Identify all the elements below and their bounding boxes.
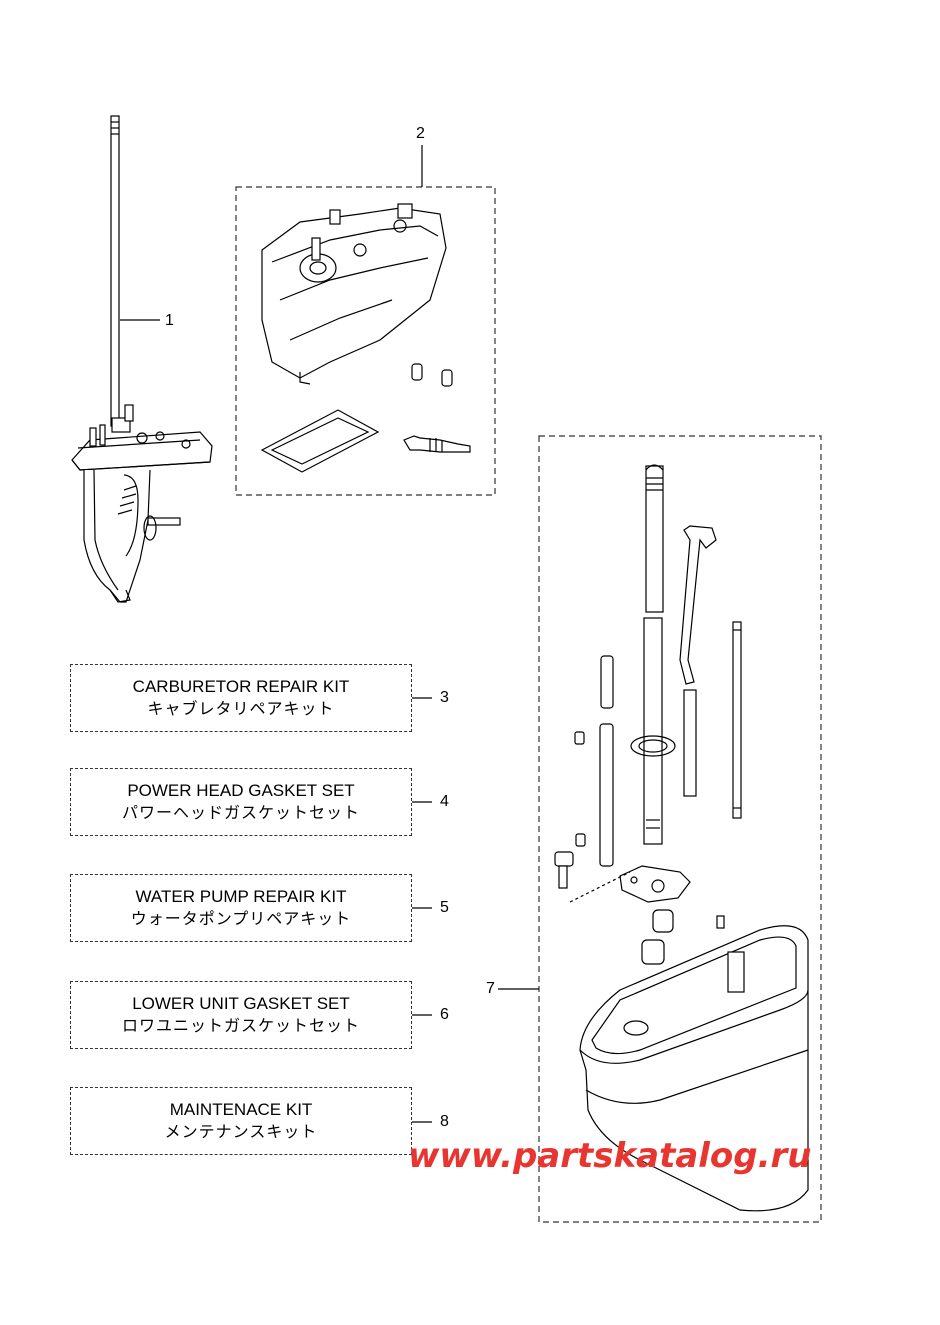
callout-3: 3 [440, 689, 449, 706]
drive-shaft-housing-illustration [554, 464, 809, 1212]
callout-7: 7 [486, 980, 495, 997]
callout-2: 2 [416, 125, 425, 142]
callout-4: 4 [440, 793, 449, 810]
kit-label-en: LOWER UNIT GASKET SET [132, 994, 350, 1013]
kit-label-en: CARBURETOR REPAIR KIT [132, 677, 350, 696]
callout-1: 1 [165, 312, 174, 329]
kit-box-carburetor-repair: CARBURETOR REPAIR KIT キャブレタリペアキット [70, 664, 412, 732]
kit-box-water-pump-repair: WATER PUMP REPAIR KIT ウォータポンプリペアキット [70, 874, 412, 942]
kit-label-en: MAINTENACE KIT [169, 1100, 313, 1119]
kit-box-lower-unit-gasket: LOWER UNIT GASKET SET ロワユニットガスケットセット [70, 981, 412, 1049]
callout-6: 6 [440, 1006, 449, 1023]
kit-label-jp: ウォータポンプリペアキット [130, 909, 352, 928]
lower-unit-assembly-illustration [71, 115, 213, 603]
callout-8: 8 [440, 1113, 449, 1130]
drive-shaft-housing-box [538, 435, 822, 1223]
kit-box-maintenance: MAINTENACE KIT メンテナンスキット [70, 1087, 412, 1155]
kit-label-jp: ロワユニットガスケットセット [121, 1016, 360, 1035]
power-head-box [235, 186, 496, 496]
kit-label-en: WATER PUMP REPAIR KIT [135, 887, 347, 906]
kit-label-jp: キャブレタリペアキット [147, 699, 335, 718]
kit-box-power-head-gasket: POWER HEAD GASKET SET パワーヘッドガスケットセット [70, 768, 412, 836]
callout-5: 5 [440, 899, 449, 916]
power-head-illustration [260, 203, 471, 473]
kit-label-jp: メンテナンスキット [164, 1122, 318, 1141]
kit-label-en: POWER HEAD GASKET SET [127, 781, 355, 800]
watermark-text: www.partskatalog.ru [408, 1136, 812, 1176]
kit-label-jp: パワーヘッドガスケットセット [121, 803, 360, 822]
